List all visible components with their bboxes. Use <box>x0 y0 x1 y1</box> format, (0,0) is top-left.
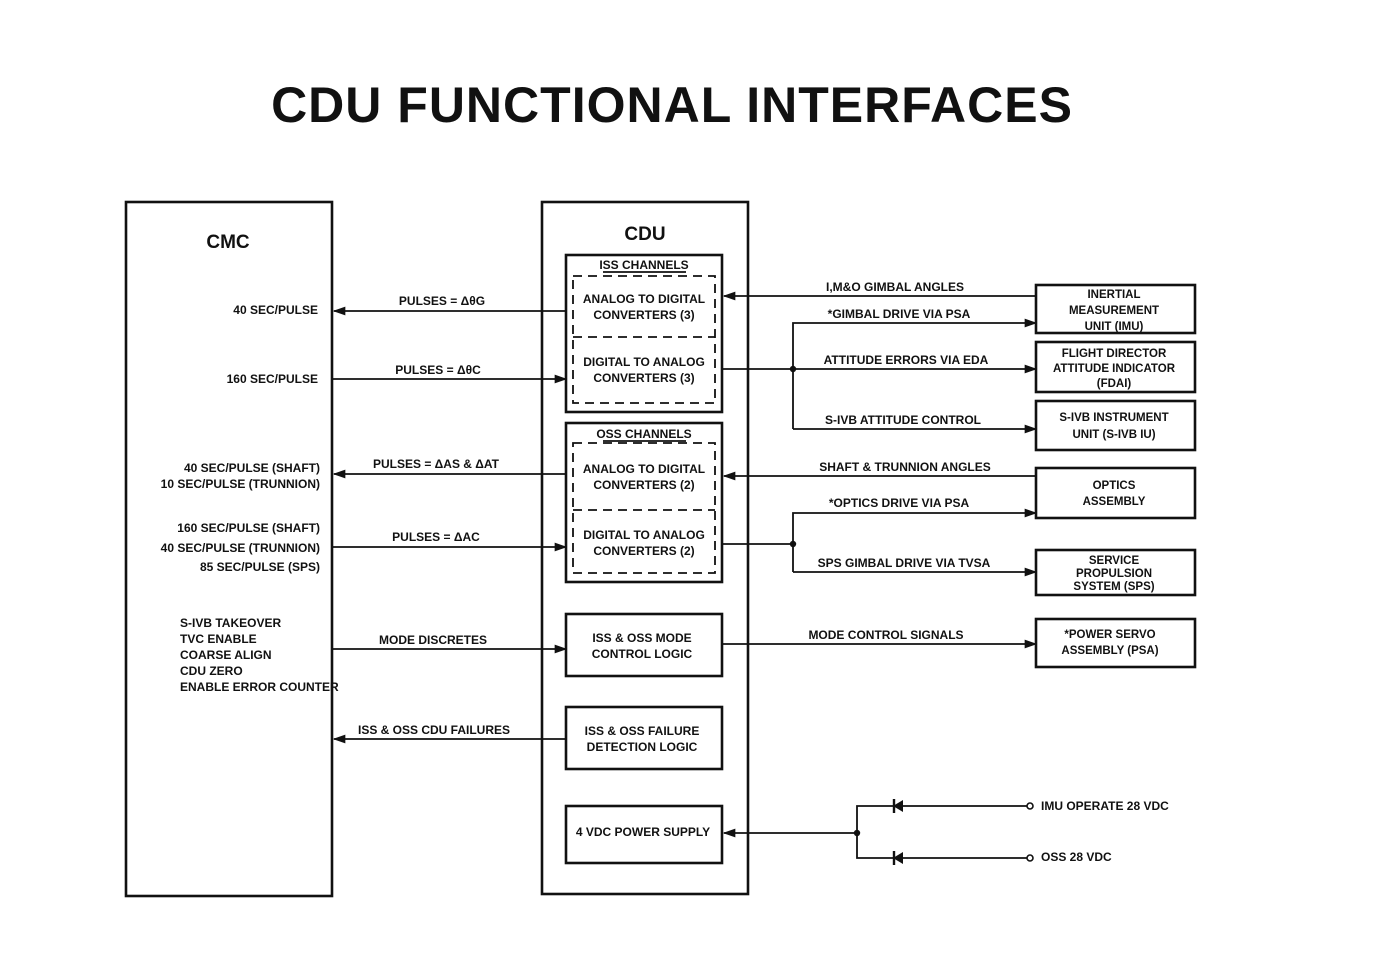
failure-logic-label: ISS & OSS FAILURE <box>585 724 700 738</box>
cmc-block: CMC 40 SEC/PULSE 160 SEC/PULSE 40 SEC/PU… <box>124 200 339 898</box>
oss-channels-title: OSS CHANNELS <box>596 427 691 441</box>
optics-box: OPTICS ASSEMBLY <box>1034 466 1197 520</box>
sivb-control-label: S-IVB ATTITUDE CONTROL <box>825 413 981 427</box>
terminal-icon <box>1026 802 1034 810</box>
iss-adc-label: CONVERTERS (3) <box>593 308 694 322</box>
oss-external-links: SHAFT & TRUNNION ANGLES *OPTICS DRIVE VI… <box>722 460 1038 649</box>
mode-logic-label: ISS & OSS MODE <box>592 631 691 645</box>
mode-discretes-label: MODE DISCRETES <box>379 633 487 647</box>
cmc-rate-shaft: 40 SEC/PULSE (SHAFT) <box>184 461 320 475</box>
fdai-label: FLIGHT DIRECTOR <box>1062 348 1167 360</box>
diode-icon <box>892 851 903 865</box>
oss-adc-label: CONVERTERS (2) <box>593 478 694 492</box>
gimbal-drive-arrow <box>792 318 1038 429</box>
diode-icon <box>892 799 903 813</box>
oss-channels-box: OSS CHANNELS ANALOG TO DIGITAL CONVERTER… <box>564 421 724 584</box>
cmc-discrete: S-IVB TAKEOVER <box>180 616 281 630</box>
sivb-iu-label: UNIT (S-IVB IU) <box>1072 429 1155 441</box>
oss-power-label: OSS 28 VDC <box>1041 850 1112 864</box>
power-inputs: IMU OPERATE 28 VDC OSS 28 VDC <box>722 799 1169 865</box>
oss-dac-label: DIGITAL TO ANALOG <box>583 528 705 542</box>
sivb-iu-box: S-IVB INSTRUMENT UNIT (S-IVB IU) <box>1034 399 1197 452</box>
sivb-iu-label: S-IVB INSTRUMENT <box>1059 412 1168 424</box>
oss-dac-label: CONVERTERS (2) <box>593 544 694 558</box>
external-units: INERTIAL MEASUREMENT UNIT (IMU) FLIGHT D… <box>1034 283 1197 669</box>
cmc-rate-gimbal: 40 SEC/PULSE <box>233 303 318 317</box>
failure-detection-logic-box: ISS & OSS FAILURE DETECTION LOGIC <box>564 705 724 771</box>
psa-box: *POWER SERVO ASSEMBLY (PSA) <box>1034 617 1197 669</box>
imu-operate-power-label: IMU OPERATE 28 VDC <box>1041 799 1169 813</box>
sps-label: PROPULSION <box>1076 568 1152 580</box>
optics-pulses-label: PULSES = ΔAS & ΔAT <box>373 457 500 471</box>
optics-angles-label: SHAFT & TRUNNION ANGLES <box>819 460 991 474</box>
fdai-label: (FDAI) <box>1097 378 1132 390</box>
cmc-label: CMC <box>206 232 250 253</box>
imu-label: INERTIAL <box>1087 289 1140 301</box>
fdai-box: FLIGHT DIRECTOR ATTITUDE INDICATOR (FDAI… <box>1034 340 1197 394</box>
sps-box: SERVICE PROPULSION SYSTEM (SPS) <box>1034 548 1197 597</box>
iss-channels-title: ISS CHANNELS <box>599 258 688 272</box>
cmc-discrete: TVC ENABLE <box>180 632 257 646</box>
optics-cmd-pulses-label: PULSES = ΔAC <box>392 530 480 544</box>
cmc-rate-trunnion-cmd: 40 SEC/PULSE (TRUNNION) <box>161 541 320 555</box>
imu-label: MEASUREMENT <box>1069 305 1159 317</box>
terminal-icon <box>1026 854 1034 862</box>
cdu-label: CDU <box>624 224 665 245</box>
gimbal-drive-label: *GIMBAL DRIVE VIA PSA <box>828 307 971 321</box>
gimbal-pulses-label: PULSES = ΔθG <box>399 294 485 308</box>
imu-box: INERTIAL MEASUREMENT UNIT (IMU) <box>1034 283 1197 335</box>
cmc-cdu-links: PULSES = ΔθG PULSES = ΔθC PULSES = ΔAS &… <box>332 294 568 744</box>
cmc-discrete: COARSE ALIGN <box>180 648 272 662</box>
psa-label: ASSEMBLY (PSA) <box>1061 645 1158 657</box>
cmc-discrete: CDU ZERO <box>180 664 243 678</box>
mode-signals-label: MODE CONTROL SIGNALS <box>808 628 963 642</box>
cmc-rate-sps: 85 SEC/PULSE (SPS) <box>200 560 320 574</box>
mode-logic-label: CONTROL LOGIC <box>592 647 693 661</box>
psa-label: *POWER SERVO <box>1064 629 1155 641</box>
diagram-title: CDU FUNCTIONAL INTERFACES <box>271 77 1073 133</box>
command-pulses-label: PULSES = ΔθC <box>395 363 481 377</box>
iss-dac-label: CONVERTERS (3) <box>593 371 694 385</box>
optics-drive-label: *OPTICS DRIVE VIA PSA <box>829 496 970 510</box>
attitude-errors-label: ATTITUDE ERRORS VIA EDA <box>824 353 989 367</box>
mode-control-logic-box: ISS & OSS MODE CONTROL LOGIC <box>564 612 724 678</box>
power-supply-label: 4 VDC POWER SUPPLY <box>576 825 710 839</box>
optics-label: ASSEMBLY <box>1083 496 1146 508</box>
iss-channels-box: ISS CHANNELS ANALOG TO DIGITAL CONVERTER… <box>564 253 724 414</box>
iss-dac-label: DIGITAL TO ANALOG <box>583 355 705 369</box>
iss-adc-label: ANALOG TO DIGITAL <box>583 292 705 306</box>
optics-drive-arrow <box>792 508 1038 572</box>
optics-label: OPTICS <box>1093 480 1136 492</box>
cmc-rate-shaft-cmd: 160 SEC/PULSE (SHAFT) <box>177 521 320 535</box>
failures-label: ISS & OSS CDU FAILURES <box>358 723 510 737</box>
power-supply-box: 4 VDC POWER SUPPLY <box>564 804 724 865</box>
imu-label: UNIT (IMU) <box>1085 321 1144 333</box>
sps-label: SYSTEM (SPS) <box>1073 581 1154 593</box>
cmc-rate-trunnion: 10 SEC/PULSE (TRUNNION) <box>161 477 320 491</box>
failure-logic-label: DETECTION LOGIC <box>587 740 698 754</box>
cdu-block: CDU ISS CHANNELS ANALOG TO DIGITAL CONVE… <box>540 200 750 896</box>
oss-adc-label: ANALOG TO DIGITAL <box>583 462 705 476</box>
sps-label: SERVICE <box>1089 555 1140 567</box>
cmc-discrete: ENABLE ERROR COUNTER <box>180 680 339 694</box>
cmc-rate-command: 160 SEC/PULSE <box>227 372 318 386</box>
fdai-label: ATTITUDE INDICATOR <box>1053 363 1176 375</box>
iss-external-links: I,M&O GIMBAL ANGLES *GIMBAL DRIVE VIA PS… <box>722 280 1038 434</box>
imu-angles-label: I,M&O GIMBAL ANGLES <box>826 280 964 294</box>
sps-drive-label: SPS GIMBAL DRIVE VIA TVSA <box>818 556 991 570</box>
